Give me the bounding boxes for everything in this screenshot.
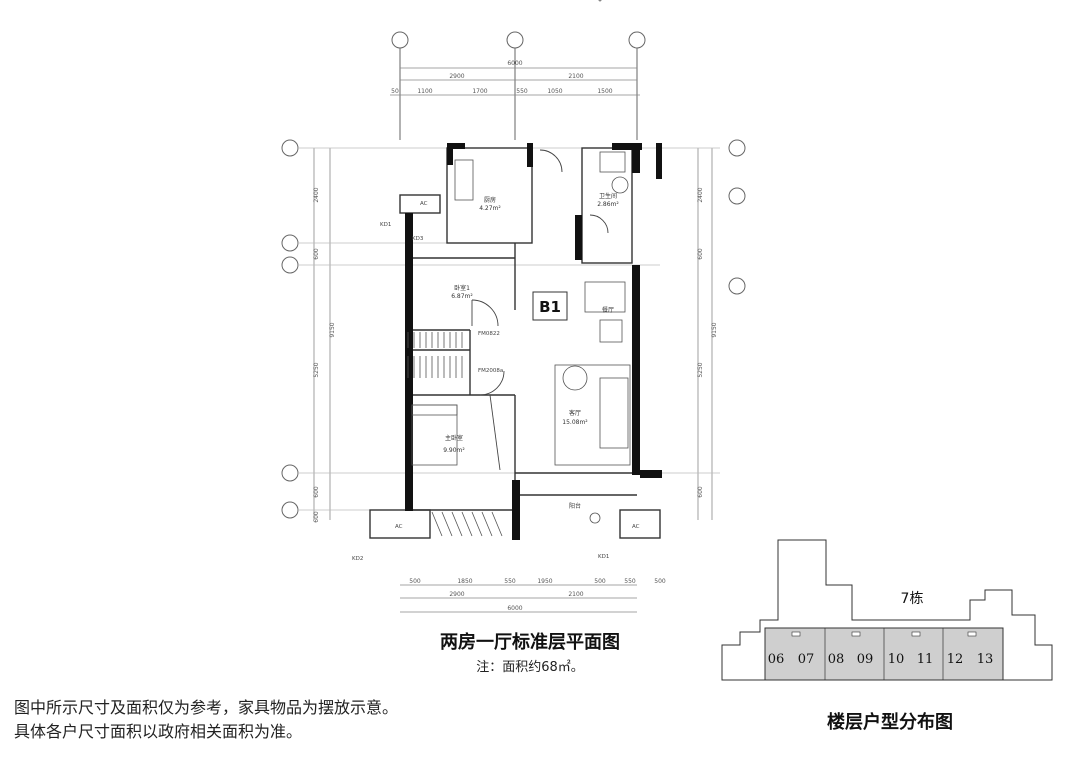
unit-number-7: 13 [977,652,994,667]
axis-markers-right [728,139,746,295]
dim-right-3: 600 [697,486,704,498]
dim-right-0: 2400 [697,187,704,202]
room-kitchen-name: 厨房 [484,196,496,204]
dim-bottom-detail-2: 550 [504,578,516,585]
axis-markers-top [391,31,646,140]
equipment-label-3: KD1 [380,222,391,228]
room-bath-area: 2.86m² [597,201,619,208]
dimension-lines [298,67,720,613]
unit-number-0: 06 [768,652,785,667]
dim-top-part-1: 2100 [568,73,583,80]
dim-top-part-0: 2900 [449,73,464,80]
dim-left-0: 2400 [313,187,320,202]
axis-markers-left [281,139,299,519]
dim-bottom-part-0: 2900 [449,591,464,598]
equipment-labels: AC AC AC KD1 KD1 KD3 KD2 FM0822 FM2008a [352,201,640,562]
doors [471,149,609,471]
disclaimer-line-1: 图中所示尺寸及面积仅为参考，家具物品为摆放示意。 [14,698,399,717]
dim-top-detail-2: 1700 [472,88,487,95]
dim-right-2: 5250 [697,362,704,377]
dim-bottom-part-1: 2100 [568,591,583,598]
dim-top-detail-4: 1050 [547,88,562,95]
unit-number-5: 11 [917,652,934,667]
interior-walls [369,147,661,539]
dim-right-total: 9150 [711,322,718,337]
dim-left-total: 9150 [329,322,336,337]
wall-hatching [407,332,503,537]
room-balcony-name: 阳台 [569,502,581,510]
room-bedroom2-name: 卧室1 [454,284,470,292]
dim-bottom-total: 6000 [507,605,522,612]
room-bedroom2-area: 6.87m² [451,293,473,300]
unit-number-2: 08 [828,652,845,667]
dim-left-4: 600 [313,511,320,523]
room-master-name: 主卧室 [445,434,463,442]
unit-number-1: 07 [798,652,815,667]
exterior-walls [405,143,662,540]
building-label: 7栋 [901,590,924,607]
dim-top-total: 6000 [507,60,522,67]
dim-top-detail-3: 550 [516,88,528,95]
equipment-label-2: AC [632,524,640,530]
equipment-label-5: KD3 [412,236,424,242]
dim-right-1: 600 [697,248,704,260]
dim-top-detail-0: 50 [391,88,399,95]
equipment-label-4: KD1 [598,554,609,560]
dim-bottom-detail-0: 500 [409,578,421,585]
dim-top-detail-1: 1100 [417,88,432,95]
floor-distribution-title: 楼层户型分布图 [827,712,953,733]
equipment-label-6: KD2 [352,556,363,562]
unit-number-6: 12 [947,652,964,667]
room-dining-name: 餐厅 [602,306,614,314]
dim-bottom-detail-1: 1850 [457,578,472,585]
room-kitchen-area: 4.27m² [479,205,501,212]
dim-bottom-detail-5: 550 [624,578,636,585]
dim-bottom-detail-3: 1950 [537,578,552,585]
unit-number-4: 10 [888,652,905,667]
dim-left-1: 600 [313,248,320,260]
dim-left-3: 600 [313,486,320,498]
equipment-label-1: AC [395,524,403,530]
equipment-label-8: FM2008a [478,368,503,374]
equipment-label-7: FM0822 [478,331,500,337]
room-master-area: 9.90m² [443,447,465,454]
disclaimer-line-2: 具体各户尺寸面积以政府相关面积为准。 [14,722,303,741]
area-note: 注：面积约68㎡。 [476,660,584,675]
dimension-texts: 6000 2900 2100 50 1100 1700 550 1050 150… [313,60,718,612]
room-bath-name: 卫生间 [599,192,617,200]
dim-top-detail-5: 1500 [597,88,612,95]
room-living-area: 15.08m² [562,419,588,426]
plan-title: 两房一厅标准层平面图 [440,632,620,653]
unit-badge-label: B1 [539,298,561,316]
equipment-label-0: AC [420,201,428,207]
room-labels: 厨房 4.27m² 卫生间 2.86m² 卧室1 6.87m² 餐厅 主卧室 9… [443,192,619,510]
dim-left-2: 5250 [313,362,320,377]
unit-number-3: 09 [857,652,874,667]
unit-badge: B1 [532,291,568,321]
dim-bottom-detail-4: 500 [594,578,606,585]
dim-bottom-detail-6: 500 [654,578,666,585]
unit-numbers: 06 07 08 09 10 11 12 13 [768,652,994,667]
furniture [411,0,631,524]
room-living-name: 客厅 [569,409,581,417]
unit-strip [764,627,1004,681]
